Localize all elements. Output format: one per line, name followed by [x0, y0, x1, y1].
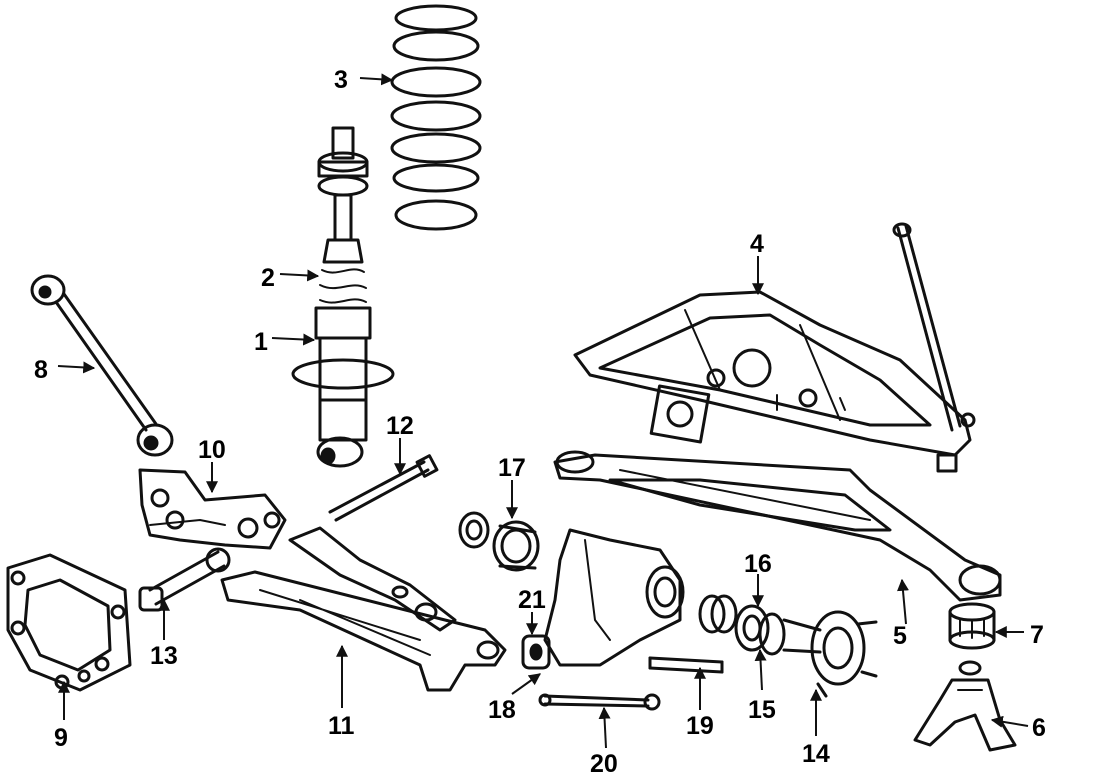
- callout-18: 18: [488, 696, 516, 724]
- leader-lines: [57, 73, 1029, 749]
- callout-6: 6: [1032, 714, 1046, 742]
- lower-control-arm: [220, 526, 507, 692]
- callout-20: 20: [590, 750, 618, 778]
- bracket-assembly: [138, 468, 287, 550]
- callout-4: 4: [750, 230, 764, 258]
- callout-19: 19: [686, 712, 714, 740]
- callout-17: 17: [498, 454, 526, 482]
- bushing: [948, 602, 996, 650]
- trailing-link: [30, 274, 174, 457]
- knuckle: [521, 528, 685, 670]
- callout-2: 2: [261, 264, 275, 292]
- callout-14: 14: [802, 740, 830, 768]
- callout-11: 11: [328, 712, 355, 740]
- callout-13: 13: [150, 642, 178, 670]
- callout-15: 15: [748, 696, 776, 724]
- crossmember: [573, 222, 976, 473]
- callout-12: 12: [386, 412, 414, 440]
- bearing-rings: [698, 594, 786, 656]
- wheel-hub: [782, 610, 878, 698]
- callout-labels: 1 2 3 4 5 6 7 8 9 10 11 12 13 14 15 16 1…: [34, 66, 1046, 778]
- mounting-plate: [6, 553, 132, 692]
- coil-spring: [390, 4, 482, 231]
- callout-7: 7: [1030, 621, 1044, 649]
- lower-link: [138, 547, 231, 612]
- callout-10: 10: [198, 436, 226, 464]
- callout-5: 5: [893, 622, 907, 650]
- shock-absorber: [291, 126, 395, 468]
- callout-3: 3: [334, 66, 348, 94]
- pin: [648, 656, 724, 674]
- callout-1: 1: [254, 328, 268, 356]
- callout-9: 9: [54, 724, 68, 752]
- wheel-bearing: [458, 511, 540, 572]
- callout-8: 8: [34, 356, 48, 384]
- upper-control-arm: [553, 450, 1002, 602]
- callout-21: 21: [518, 586, 546, 614]
- bolt: [328, 454, 439, 522]
- callout-16: 16: [744, 550, 772, 578]
- tie-rod: [538, 693, 661, 711]
- mount-bracket: [913, 660, 1017, 752]
